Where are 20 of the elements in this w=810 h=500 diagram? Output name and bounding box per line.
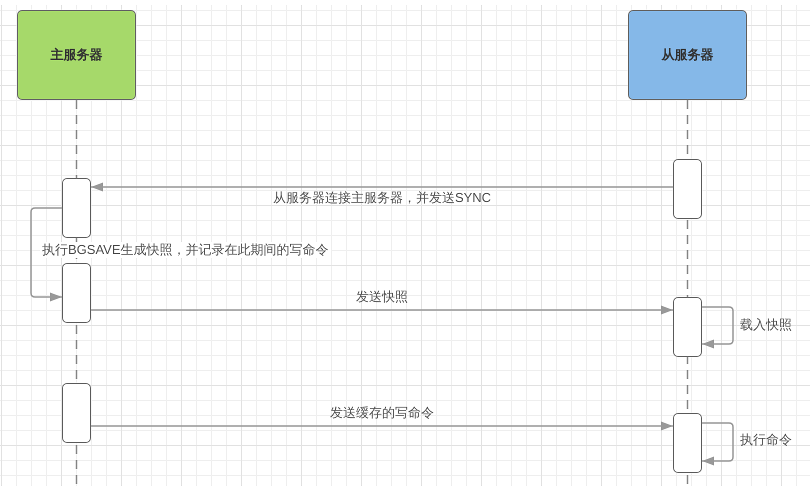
arrow: [91, 182, 673, 192]
activation-bar: [62, 263, 91, 323]
participant-box: 主服务器: [17, 10, 136, 100]
edge-label: 执行BGSAVE生成快照，并记录在此期间的写命令: [40, 242, 331, 258]
edge-label: 从服务器连接主服务器，并发送SYNC: [272, 190, 492, 206]
activation-bar: [673, 413, 702, 473]
activation-bar: [62, 383, 91, 443]
arrow: [91, 306, 673, 314]
self-loop-arrow: [702, 306, 734, 348]
participant-box: 从服务器: [628, 10, 747, 100]
arrow: [91, 422, 673, 430]
activation-bar: [673, 159, 702, 219]
edge-label: 发送缓存的写命令: [330, 405, 434, 421]
edge-label: 载入快照: [740, 317, 792, 333]
activation-bar: [62, 178, 91, 238]
arrow: [30, 207, 62, 302]
edge-label: 发送快照: [356, 289, 408, 305]
edge-label: 执行命令: [740, 432, 792, 448]
activation-bar: [673, 297, 702, 357]
self-loop-arrow: [702, 422, 734, 466]
